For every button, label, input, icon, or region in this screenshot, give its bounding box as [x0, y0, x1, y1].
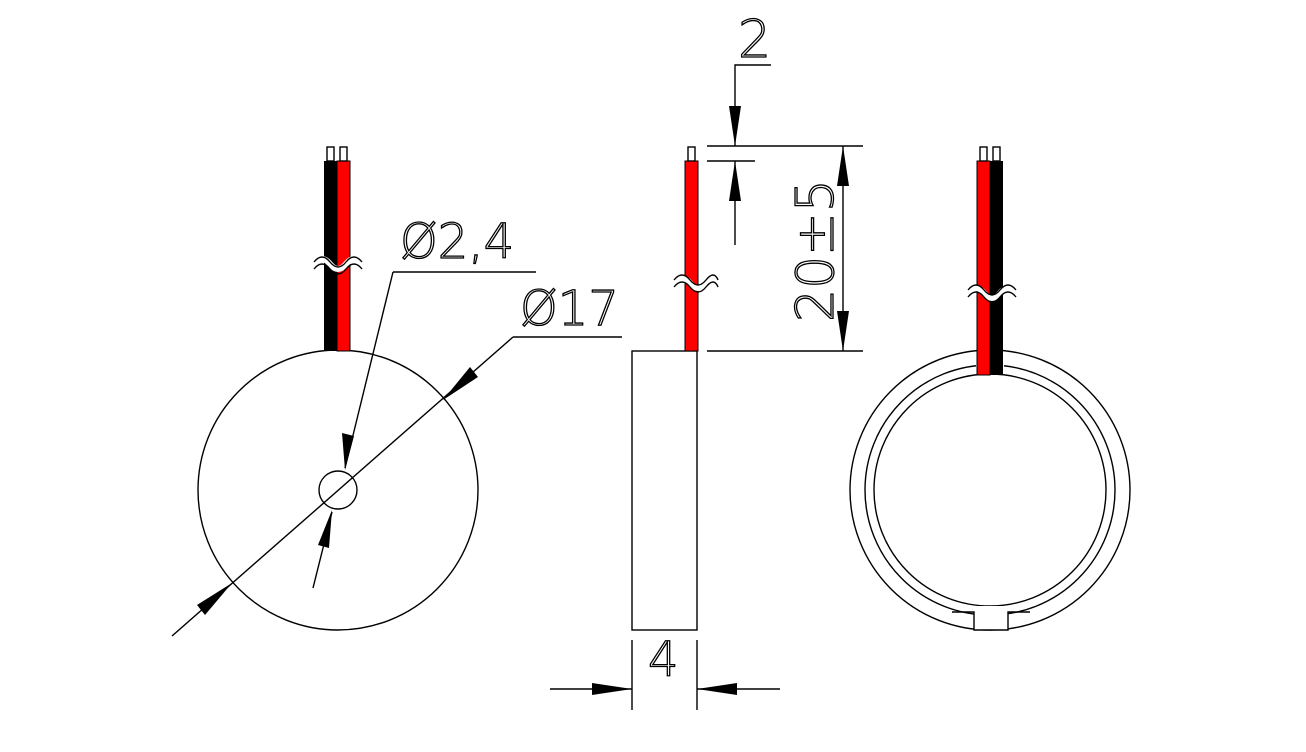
hole-arrow-upper: [342, 433, 354, 470]
break-mark-side-line-2: [673, 281, 719, 293]
disc-diameter-dimension: Ø17: [171, 280, 622, 637]
lead-wire-side: [671, 146, 721, 352]
wire-tip-black-back: [992, 146, 1001, 162]
wire-red-back: [976, 160, 991, 376]
disc-diameter-label: Ø17: [520, 281, 619, 337]
thickness-arrow-right: [697, 683, 737, 695]
stripped-length-label: 2: [738, 10, 771, 70]
stripped-length-dimension: 2: [707, 9, 863, 245]
hole-diameter-label: Ø2,4: [400, 214, 514, 270]
break-mark-line-2: [313, 263, 363, 275]
stripped-arrow-bottom: [729, 161, 741, 201]
lead-arrow-bottom: [837, 311, 849, 351]
disc-arrow-upper: [443, 367, 478, 400]
break-mark-side: [671, 275, 721, 291]
hole-leader-upper: [344, 271, 394, 469]
wire-red: [336, 160, 351, 352]
ring-notch-mask: [974, 606, 1008, 630]
break-mark-back-line-1: [967, 284, 1017, 296]
front-view: Ø2,4 Ø17: [171, 146, 622, 637]
wire-black: [324, 161, 337, 351]
center-hole: [318, 470, 358, 510]
ring-notch: [952, 611, 1030, 631]
wire-tip-black: [326, 146, 335, 162]
inner-electrode: [873, 373, 1107, 607]
break-mark-back: [965, 285, 1019, 301]
wire-black-back: [990, 161, 1003, 375]
lead-arrow-top: [837, 146, 849, 186]
break-mark-back-line-2: [967, 291, 1017, 303]
side-view: 2 20±5 4: [550, 9, 863, 710]
wire-tip-red-back: [979, 146, 988, 162]
lead-length-label: 20±5: [786, 179, 846, 322]
lead-wires-front: [311, 146, 365, 352]
wire-red-side: [684, 160, 699, 352]
break-mark-line-1: [313, 256, 363, 268]
stripped-leader: [734, 64, 771, 146]
hole-arrow-lower: [318, 510, 332, 548]
break-mark-side-line-1: [673, 274, 719, 286]
lead-wires-back: [965, 146, 1019, 376]
hole-diameter-dimension: Ø2,4: [312, 213, 536, 589]
thickness-dimension: 4: [550, 631, 780, 710]
disc-arrow-lower: [197, 583, 232, 615]
thickness-arrow-left: [592, 683, 632, 695]
disc-side-outline: [631, 350, 698, 631]
stripped-arrow-top: [729, 106, 741, 146]
break-mark: [311, 256, 365, 272]
inner-ring-outer-edge: [864, 364, 1116, 616]
outer-ring: [849, 349, 1131, 631]
back-view: [849, 146, 1131, 631]
wire-tip-red: [339, 146, 348, 162]
wire-tip-side: [687, 146, 696, 162]
thickness-label: 4: [648, 632, 679, 688]
lead-length-dimension: 20±5: [707, 146, 863, 352]
